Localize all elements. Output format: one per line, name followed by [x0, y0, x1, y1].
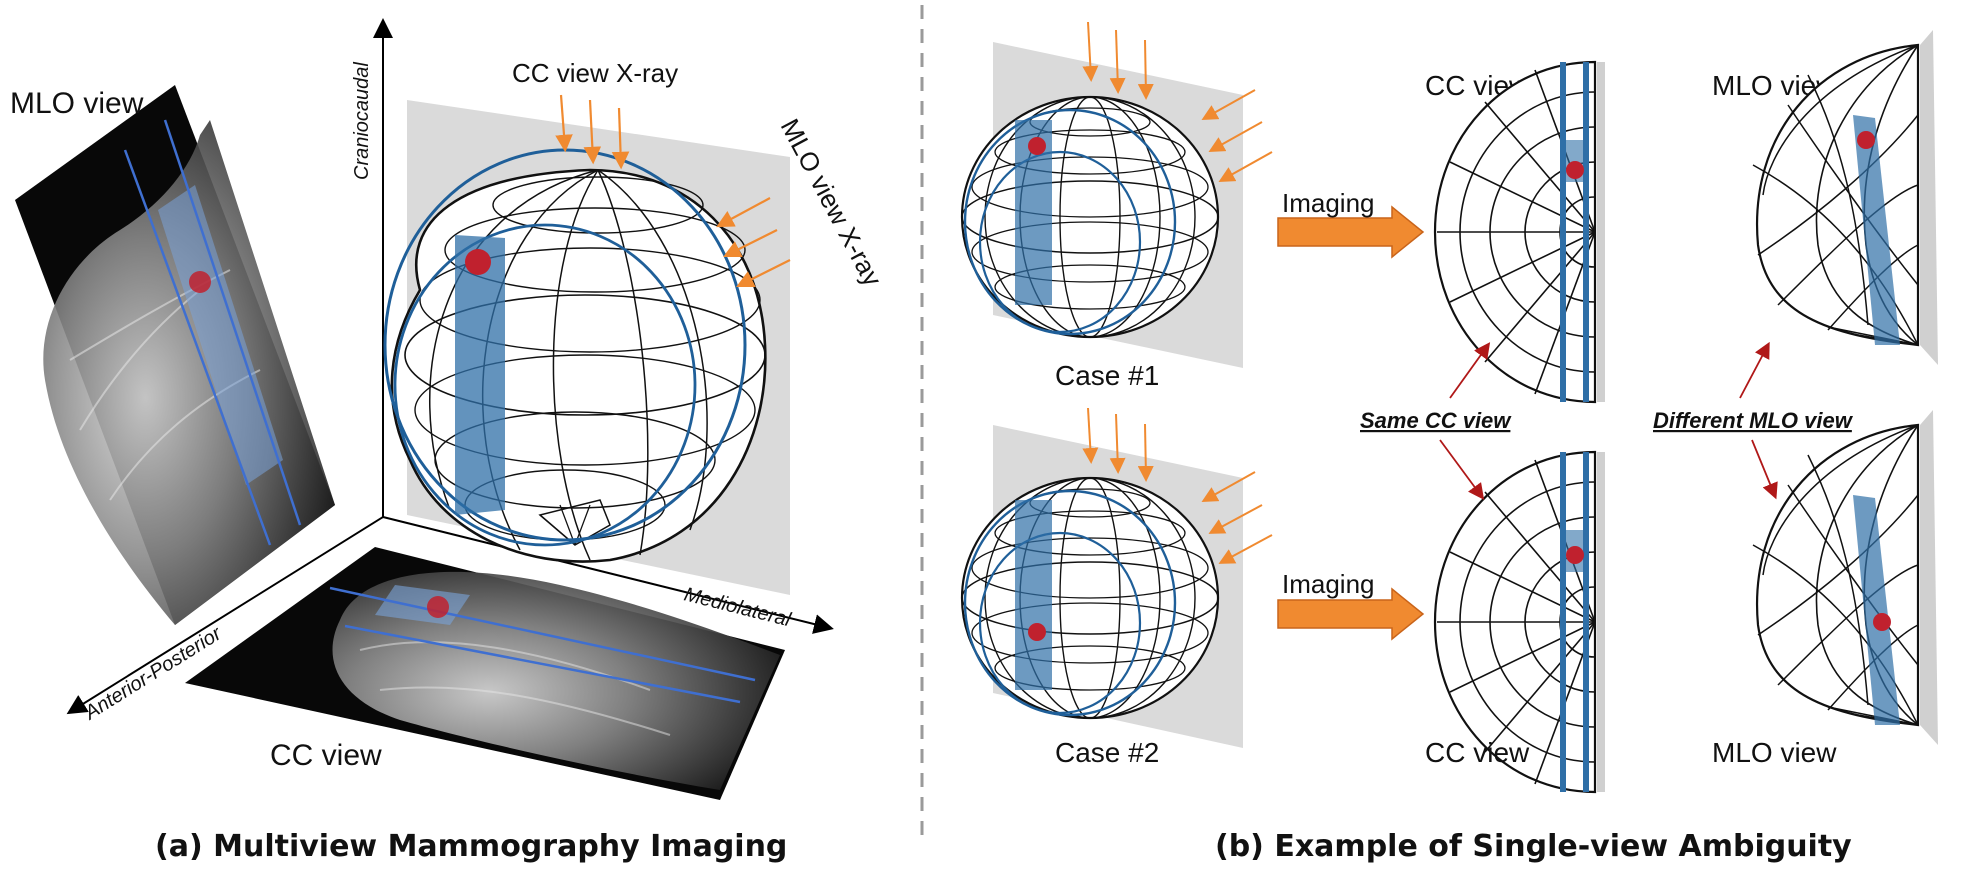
- mlo-projection-band: [158, 185, 283, 485]
- craniocaudal-axis-label: Craniocaudal: [351, 62, 373, 180]
- panel-a: MLO view Craniocaudal Mediolateral Anter…: [10, 18, 888, 864]
- imaging-arrow-2: [1277, 587, 1425, 641]
- case-1-lesion: [1028, 137, 1046, 155]
- sphere-lesion-marker: [465, 249, 491, 275]
- comparison-arrows: [1439, 341, 1778, 500]
- imaging-label-2: Imaging: [1282, 569, 1375, 599]
- same-cc-view-label: Same CC view: [1360, 408, 1512, 433]
- cc-mammogram-image: [185, 547, 785, 800]
- imaging-arrow-1: [1277, 205, 1425, 259]
- cc-xray-label: CC view X-ray: [512, 58, 678, 88]
- case-1-diagram: [960, 21, 1273, 368]
- panel-b-caption: (b) Example of Single-view Ambiguity: [1215, 829, 1852, 864]
- cc-projection-band: [375, 585, 470, 625]
- mlo-mammogram-image: [15, 85, 336, 625]
- cc-xray-arrows: [555, 94, 630, 170]
- case-2-lesion: [1028, 623, 1046, 641]
- cc-view-bottom-label: CC view: [1425, 737, 1530, 768]
- different-mlo-view-label: Different MLO view: [1653, 408, 1854, 433]
- cc-view-top-diagram: [1433, 60, 1607, 404]
- case-2-projection-band: [1015, 500, 1052, 690]
- 3d-axes: [66, 18, 834, 715]
- cc-view-label: CC view: [270, 739, 382, 772]
- mlo-xray-label: MLO view X-ray: [775, 114, 888, 291]
- mlo-view-label: MLO view: [10, 87, 144, 120]
- panel-b: Case #1 Case #2 Imaging Imaging: [960, 21, 1940, 864]
- case-1-projection-band: [1015, 120, 1052, 305]
- mlo-xray-arrows: [716, 197, 791, 287]
- case-2-label: Case #2: [1055, 737, 1159, 768]
- case-1-label: Case #1: [1055, 360, 1159, 391]
- cc-lesion-marker: [427, 596, 449, 618]
- mlo-view-bottom-label: MLO view: [1712, 737, 1837, 768]
- breast-phantom-sphere: [383, 148, 767, 563]
- panel-a-caption: (a) Multiview Mammography Imaging: [155, 829, 787, 864]
- sphere-projection-band: [455, 235, 505, 515]
- imaging-label-1: Imaging: [1282, 188, 1375, 218]
- mlo-view-top-diagram: [1751, 28, 1940, 367]
- mlo-view-bottom-diagram: [1751, 408, 1940, 747]
- cc-view-bottom-diagram: [1433, 450, 1607, 794]
- mlo-lesion-marker: [189, 271, 211, 293]
- case-2-diagram: [960, 407, 1273, 748]
